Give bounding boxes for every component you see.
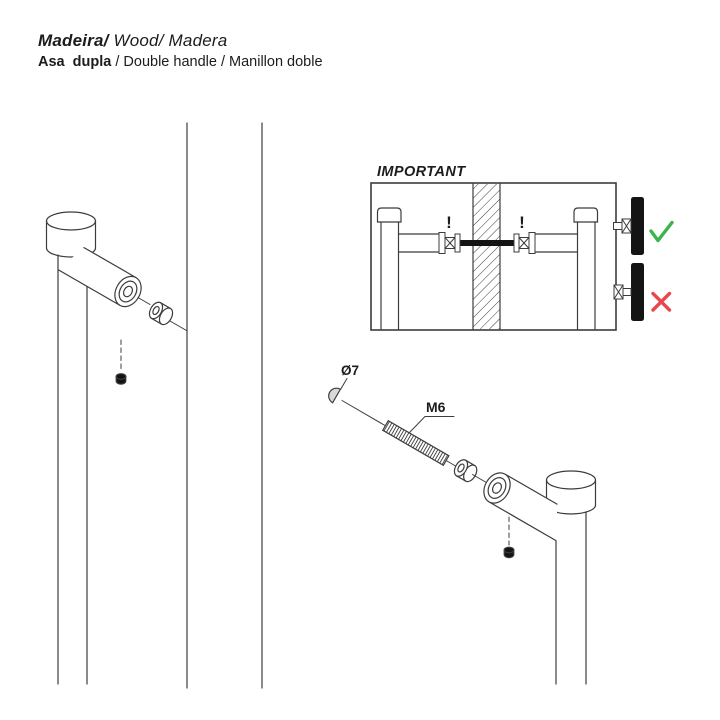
threaded-rod <box>381 419 450 467</box>
mounting-nut <box>148 301 174 326</box>
handle-sideview-left <box>376 207 440 330</box>
warning-exclamation-right: ! <box>519 213 525 232</box>
assembly-axis-line <box>137 297 151 305</box>
assembly-axis-line <box>341 400 386 426</box>
exploded-view <box>328 378 597 685</box>
handle-bar-silhouette <box>631 263 644 321</box>
handle-assembled-view-left <box>45 211 187 685</box>
fitting-correct-orientation <box>613 218 632 234</box>
door-panel-edges <box>186 122 263 689</box>
cap-diameter-label: Ø7 <box>341 363 359 378</box>
artwork: IMPORTANT ! ! Ø7 M6 <box>45 122 674 689</box>
important-box <box>370 182 617 331</box>
set-screw <box>503 546 515 559</box>
product-title: Madeira/ Wood/ Madera <box>38 31 323 51</box>
socket-face-hole <box>491 482 503 494</box>
handle-bar-silhouette <box>631 197 644 255</box>
orientation-incorrect <box>613 263 672 321</box>
assembly-axis-line <box>472 474 486 483</box>
handle-assembled-view-right <box>483 470 597 685</box>
sheet-header: Madeira/ Wood/ Madera Asa dupla / Double… <box>38 31 323 70</box>
rod-thread-label: M6 <box>426 399 446 415</box>
handle-socket <box>57 247 142 308</box>
grip-cap <box>573 207 599 223</box>
connector-left <box>438 232 461 254</box>
product-type: Asa dupla <box>38 54 112 70</box>
drawing-labels: IMPORTANT ! ! Ø7 M6 <box>341 164 525 415</box>
cross-icon <box>651 291 672 312</box>
socket-face-rim <box>118 280 138 303</box>
check-icon <box>649 220 674 243</box>
product-type-translations: / Double handle / Manillon doble <box>111 54 323 70</box>
connector-right <box>513 232 536 254</box>
fitting-incorrect-orientation <box>613 284 632 300</box>
socket-face-hole <box>122 285 134 298</box>
assembly-axis-line <box>446 460 456 467</box>
orientation-correct <box>613 197 674 255</box>
product-subtitle: Asa dupla / Double handle / Manillon dob… <box>38 54 323 70</box>
through-rod <box>460 240 519 246</box>
handle-socket <box>483 472 558 542</box>
product-name-translations: Wood/ Madera <box>108 31 228 50</box>
handle-sideview-right <box>534 207 599 330</box>
handle-end-cap <box>45 211 97 258</box>
cap-leader-line <box>340 378 348 390</box>
important-title: IMPORTANT <box>377 164 466 180</box>
assembly-axis-line <box>169 320 187 331</box>
rod-leader-line <box>409 416 455 433</box>
socket-face-outer <box>483 472 511 504</box>
set-screw <box>115 373 127 385</box>
cover-cap <box>328 387 342 404</box>
mounting-nut <box>453 459 478 483</box>
warning-exclamation-left: ! <box>446 213 452 232</box>
socket-face-rim <box>487 477 507 499</box>
product-name: Madeira/ <box>38 31 109 50</box>
wall-section-hatch <box>473 184 500 329</box>
grip-cap <box>376 207 402 223</box>
